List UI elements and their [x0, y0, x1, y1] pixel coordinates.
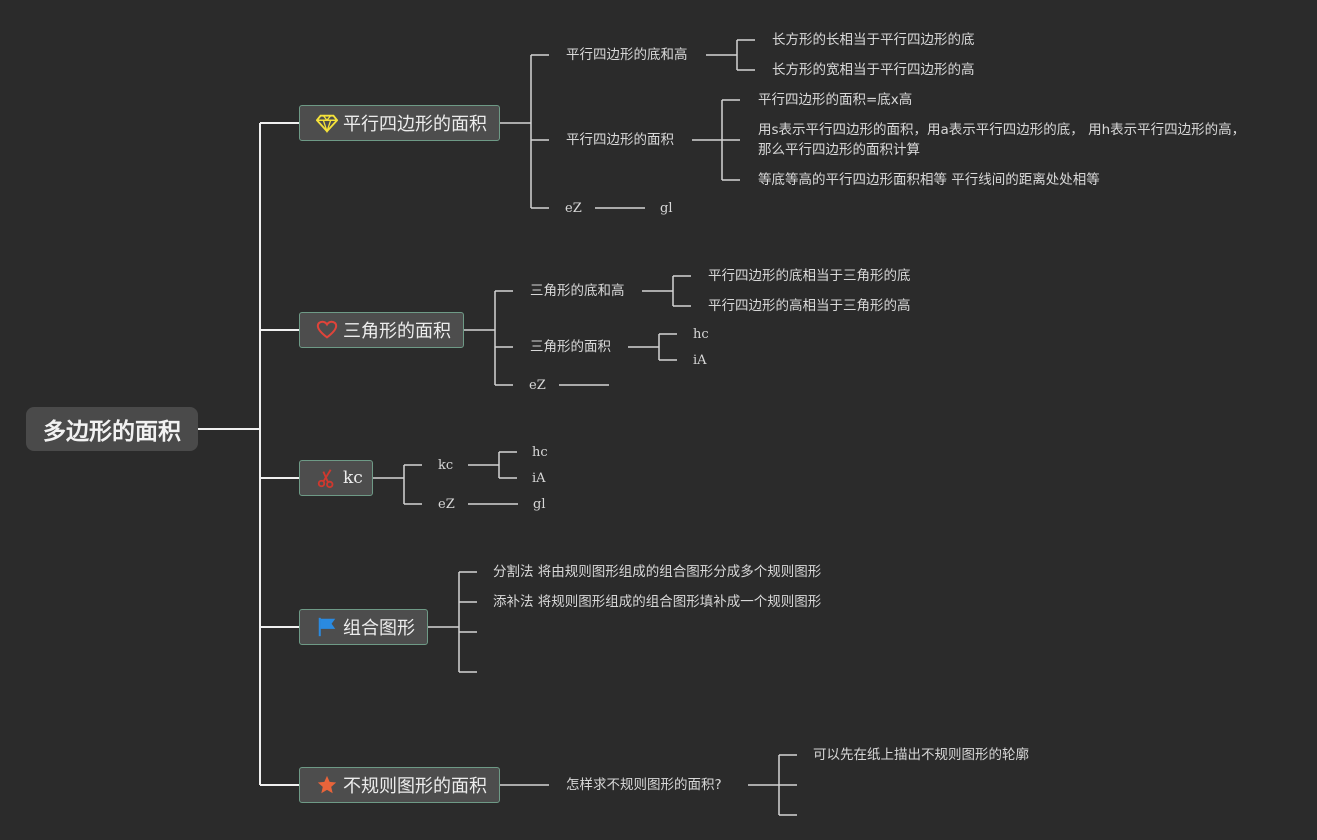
node-hc[interactable]: hc — [532, 445, 548, 460]
topic-label: 三角形的面积 — [343, 321, 451, 342]
node-triangle-area[interactable]: 三角形的面积 — [530, 339, 611, 355]
flag-icon — [316, 616, 338, 638]
node-para-height[interactable]: 平行四边形的高相当于三角形的高 — [708, 298, 911, 314]
node-area-formula[interactable]: 平行四边形的面积=底x高 — [758, 92, 913, 108]
node-gl[interactable]: gl — [533, 497, 546, 512]
node-split-method[interactable]: 分割法 将由规则图形组成的组合图形分成多个规则图形 — [493, 564, 822, 580]
node-ia[interactable]: iA — [693, 353, 707, 368]
node-parallelogram-base-height[interactable]: 平行四边形的底和高 — [566, 47, 688, 63]
node-area-symbols-cont: 那么平行四边形的面积计算 — [758, 142, 920, 158]
topic-parallelogram-area[interactable]: 平行四边形的面积 — [299, 105, 500, 141]
heart-icon — [316, 319, 338, 341]
root-label: 多边形的面积 — [43, 419, 181, 445]
node-ez[interactable]: eZ — [565, 201, 582, 216]
topic-kc[interactable]: kc — [299, 460, 373, 496]
topic-irregular-area[interactable]: 不规则图形的面积 — [299, 767, 500, 803]
node-how-irregular[interactable]: 怎样求不规则图形的面积? — [566, 777, 722, 793]
node-trace-outline[interactable]: 可以先在纸上描出不规则图形的轮廓 — [813, 747, 1029, 763]
diamond-icon — [316, 112, 338, 134]
node-rect-length[interactable]: 长方形的长相当于平行四边形的底 — [772, 32, 975, 48]
topic-composite-shape[interactable]: 组合图形 — [299, 609, 428, 645]
node-fill-method[interactable]: 添补法 将规则图形组成的组合图形填补成一个规则图形 — [493, 594, 822, 610]
node-parallelogram-area[interactable]: 平行四边形的面积 — [566, 132, 674, 148]
node-area-symbols[interactable]: 用s表示平行四边形的面积，用a表示平行四边形的底， 用h表示平行四边形的高， — [758, 122, 1246, 138]
root-topic[interactable]: 多边形的面积 — [26, 407, 198, 451]
node-hc[interactable]: hc — [693, 327, 709, 342]
node-triangle-base-height[interactable]: 三角形的底和高 — [530, 283, 625, 299]
topic-triangle-area[interactable]: 三角形的面积 — [299, 312, 464, 348]
node-ez[interactable]: eZ — [529, 378, 546, 393]
node-equal-area[interactable]: 等底等高的平行四边形面积相等 平行线间的距离处处相等 — [758, 172, 1100, 188]
topic-label: 平行四边形的面积 — [343, 114, 487, 135]
star-icon — [316, 774, 338, 796]
node-ez[interactable]: eZ — [438, 497, 455, 512]
node-kc[interactable]: kc — [438, 458, 454, 473]
node-ia[interactable]: iA — [532, 471, 546, 486]
node-rect-width[interactable]: 长方形的宽相当于平行四边形的高 — [772, 62, 975, 78]
node-para-base[interactable]: 平行四边形的底相当于三角形的底 — [708, 268, 911, 284]
scissors-icon — [316, 467, 338, 489]
topic-label: kc — [343, 468, 363, 488]
topic-label: 不规则图形的面积 — [343, 776, 487, 797]
topic-label: 组合图形 — [343, 618, 415, 639]
node-gl[interactable]: gl — [660, 201, 673, 216]
